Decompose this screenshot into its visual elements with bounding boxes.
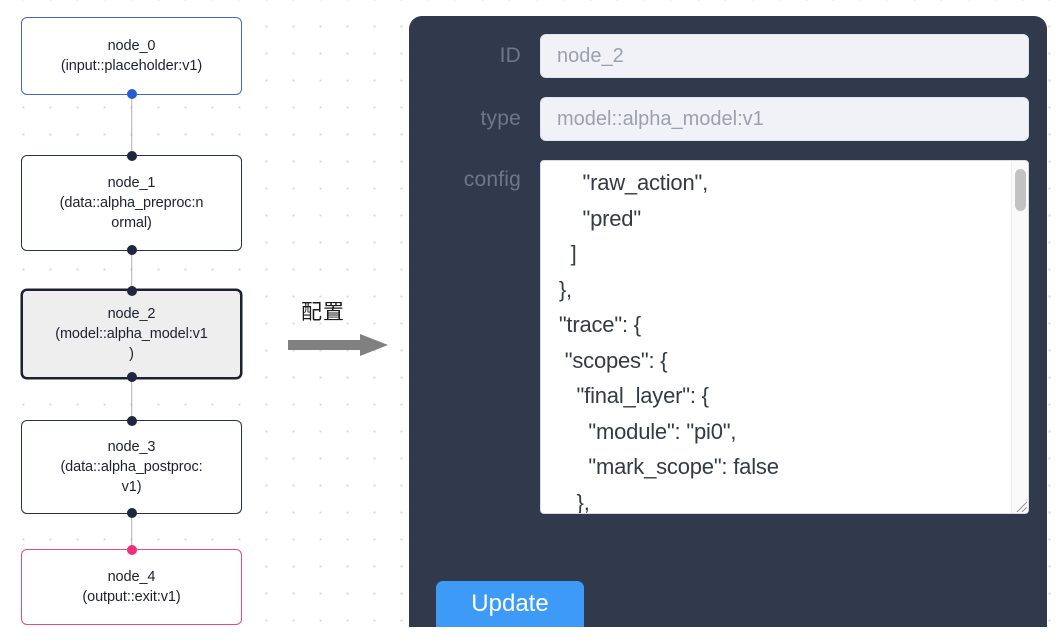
flow-node-title: node_3 — [107, 439, 156, 455]
flow-node-subtitle: (input::placeholder:v1) — [60, 58, 203, 74]
node-handle-target[interactable] — [126, 545, 137, 555]
flow-node-node_0[interactable]: node_0(input::placeholder:v1) — [21, 17, 242, 99]
flow-node-title: node_0 — [107, 38, 156, 54]
config-textarea-wrapper[interactable]: "raw_action", "pred" ] }, "trace": { "sc… — [540, 160, 1029, 514]
edge-node_1-node_2[interactable] — [130, 251, 133, 289]
config-textarea-scrollbar-thumb[interactable] — [1015, 169, 1026, 211]
flow-node-node_1[interactable]: node_1(data::alpha_preproc:n ormal) — [21, 151, 242, 255]
type-input[interactable]: model::alpha_model:v1 — [540, 97, 1029, 141]
flow-node-subtitle: (model::alpha_model:v1 ) — [55, 326, 208, 362]
graph-canvas[interactable]: node_0(input::placeholder:v1)node_1(data… — [0, 0, 400, 643]
flow-node-node_2[interactable]: node_2(model::alpha_model:v1 ) — [21, 286, 242, 382]
config-textarea-scrollbar[interactable] — [1011, 161, 1028, 513]
flow-node-subtitle: (data::alpha_postproc: v1) — [60, 459, 203, 495]
node-handle-source[interactable] — [126, 372, 137, 382]
node-handle-target[interactable] — [126, 416, 137, 426]
node-handle-target[interactable] — [126, 286, 137, 296]
edge-node_2-node_3[interactable] — [130, 379, 133, 420]
flow-node-title: node_1 — [107, 175, 156, 191]
config-textarea[interactable]: "raw_action", "pred" ] }, "trace": { "sc… — [558, 170, 779, 513]
flow-node-node_3[interactable]: node_3(data::alpha_postproc: v1) — [21, 416, 242, 518]
type-field-label: type — [480, 107, 521, 130]
node-handle-target[interactable] — [126, 151, 137, 161]
node-handle-source[interactable] — [126, 245, 137, 255]
node-config-panel: ID node_2 type model::alpha_model:v1 con… — [409, 16, 1047, 627]
right-arrow-icon — [288, 334, 388, 356]
field-row-type: type model::alpha_model:v1 — [427, 97, 1029, 141]
flow-node-node_4[interactable]: node_4(output::exit:v1) — [21, 545, 242, 625]
config-field-label: config — [463, 168, 521, 191]
flow-node-title: node_2 — [107, 306, 156, 322]
transition-annotation: 配置 — [285, 296, 395, 366]
edge-node_3-node_4[interactable] — [130, 514, 133, 549]
edge-node_0-node_1[interactable] — [130, 95, 133, 155]
id-field-label: ID — [499, 44, 521, 67]
flow-node-title: node_4 — [107, 569, 156, 585]
flow-node-subtitle: (output::exit:v1) — [82, 589, 181, 605]
node-handle-source[interactable] — [126, 508, 137, 518]
field-row-config: config "raw_action", "pred" ] }, "trace"… — [427, 160, 1029, 514]
flow-node-subtitle: (data::alpha_preproc:n ormal) — [59, 195, 204, 231]
resize-handle-icon[interactable] — [1013, 498, 1027, 512]
transition-label: 配置 — [301, 300, 345, 324]
node-handle-source[interactable] — [126, 89, 137, 99]
update-button[interactable]: Update — [436, 581, 584, 627]
id-input[interactable]: node_2 — [540, 34, 1029, 78]
field-row-id: ID node_2 — [427, 34, 1029, 78]
